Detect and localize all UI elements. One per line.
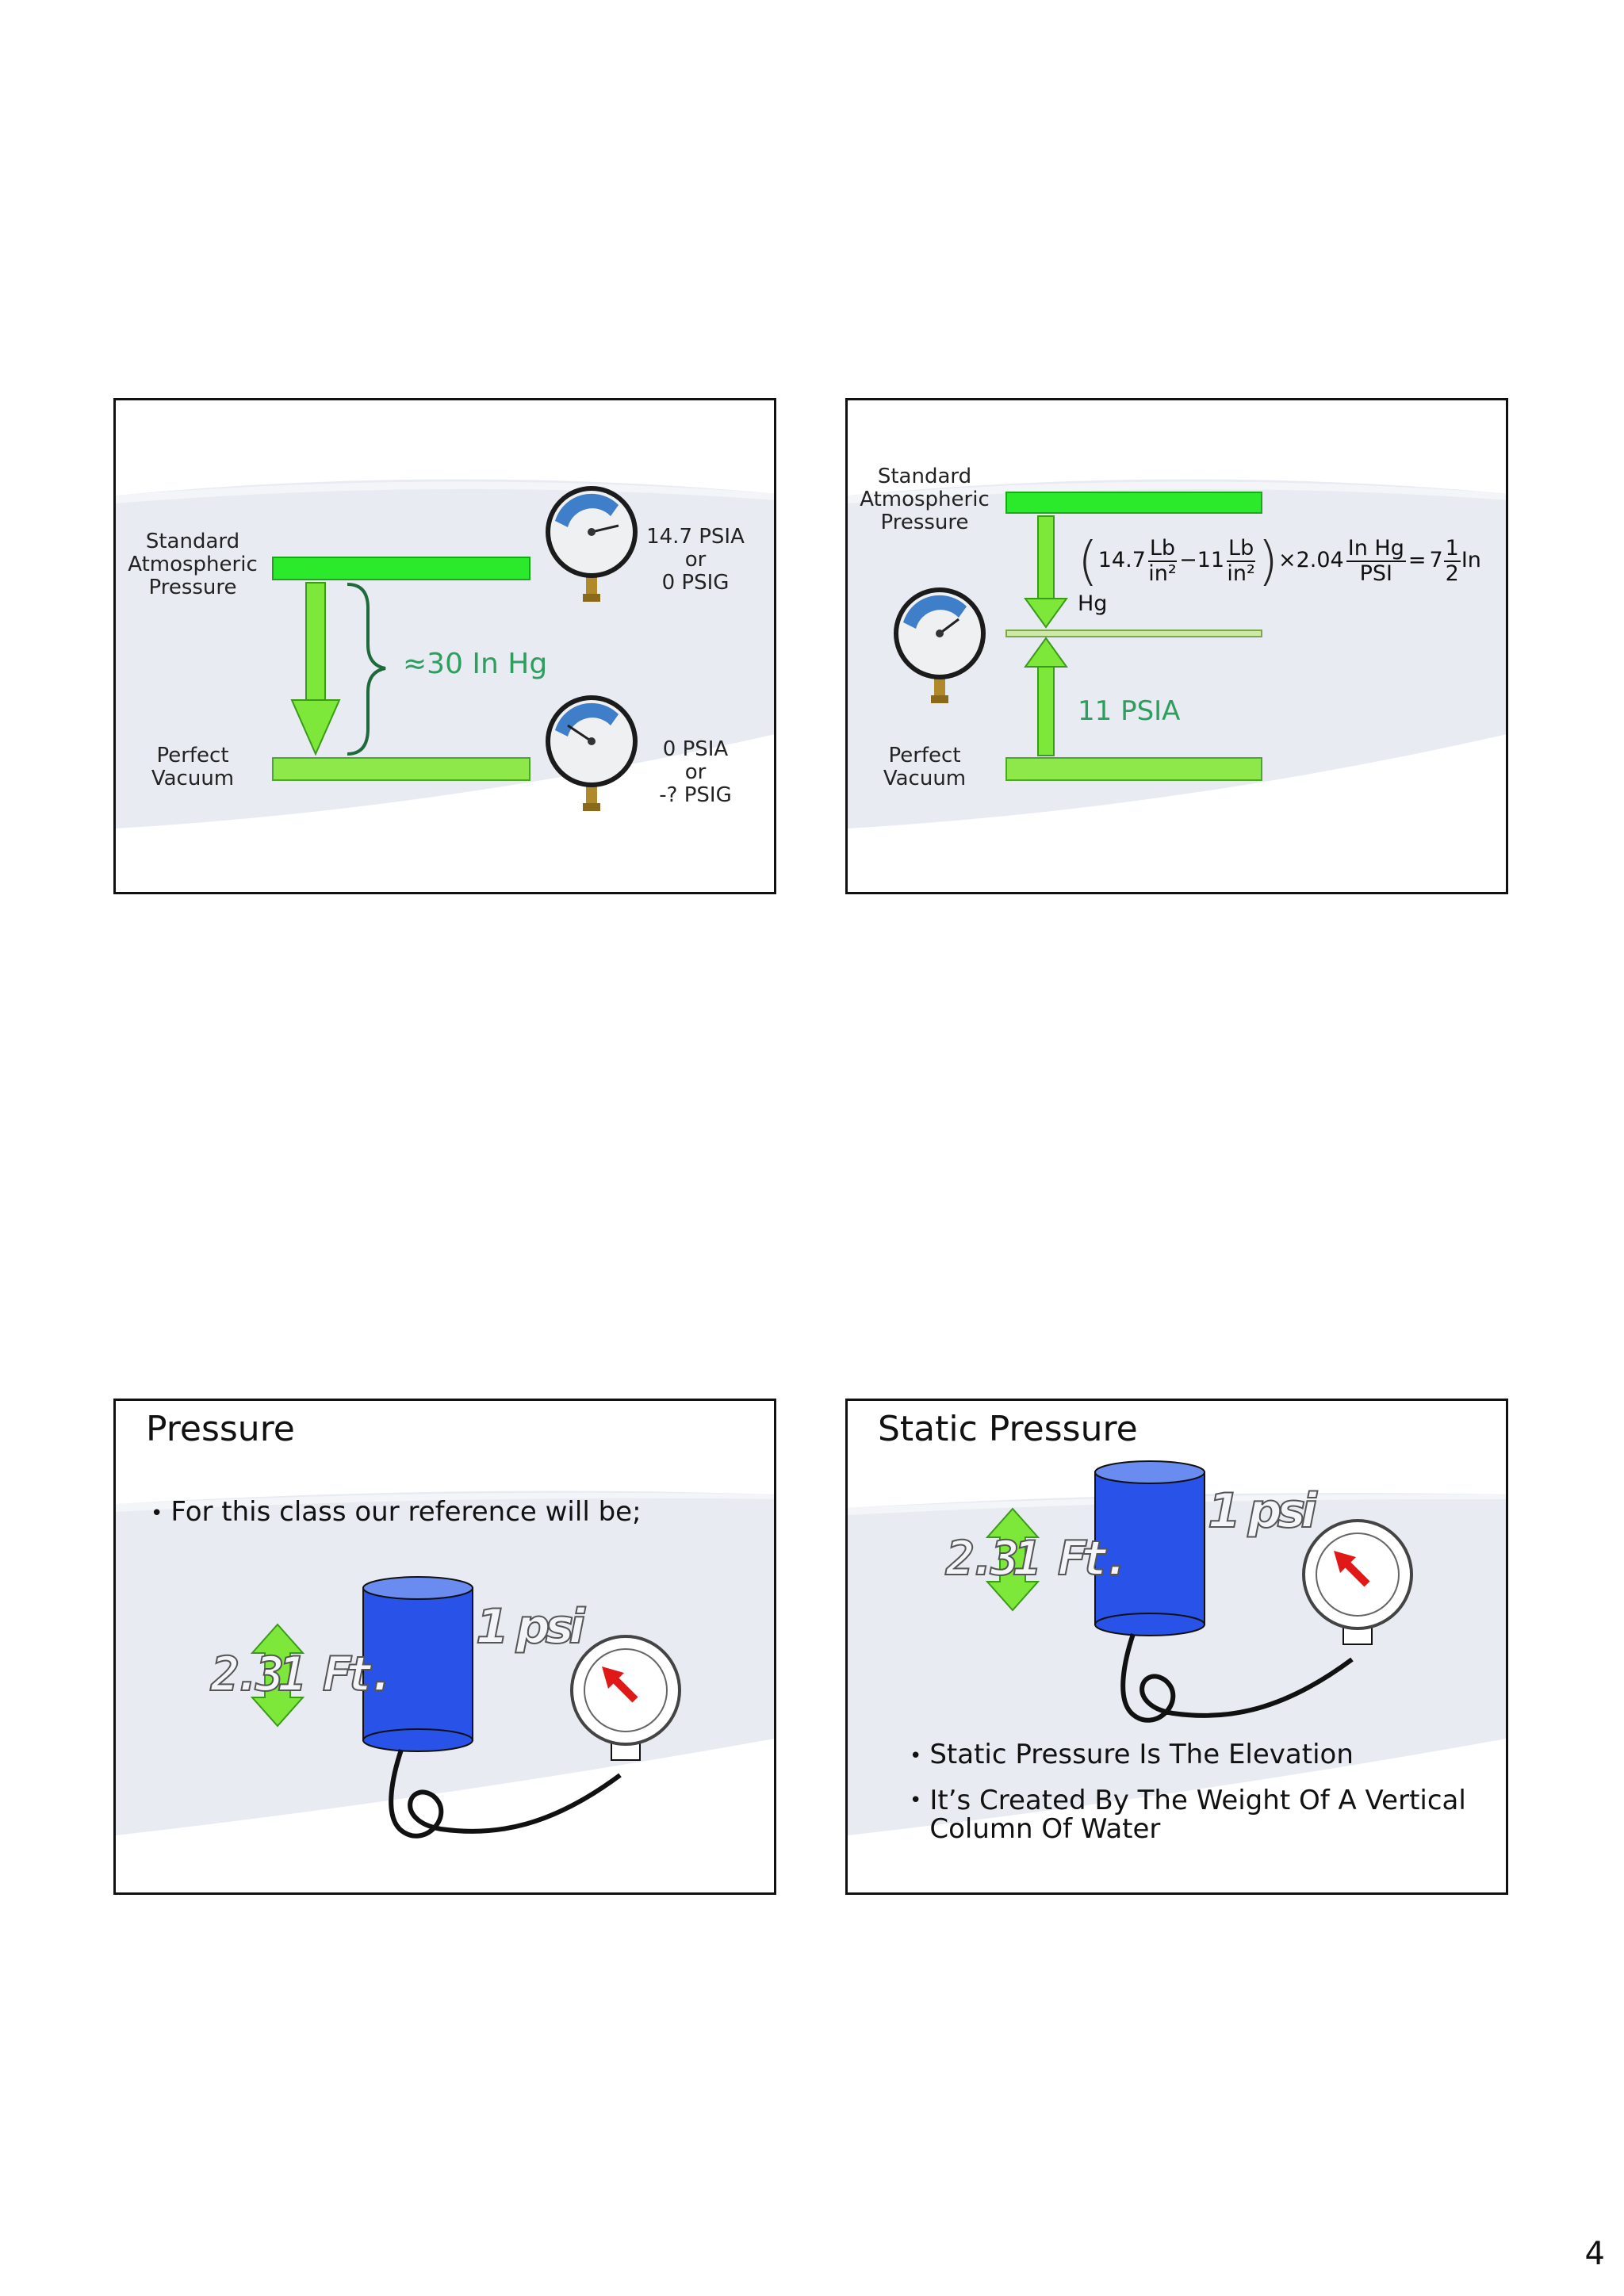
down-arrow (290, 582, 341, 756)
conv-num: In Hg (1346, 535, 1406, 562)
psi-label: 1 psi (475, 1598, 586, 1655)
conversion-factor: 2.04 (1296, 548, 1344, 572)
static-pressure-diagram (985, 1460, 1413, 1723)
standard-atmospheric-label: Standard Atmospheric Pressure (860, 465, 990, 534)
psia-label: 11 PSIA (1078, 695, 1181, 727)
psi-label: 1 psi (1207, 1483, 1318, 1540)
gauge-top-icon (546, 486, 638, 602)
height-double-arrow-icon (250, 1623, 305, 1728)
times-sign: × (1277, 548, 1297, 572)
slide-background (848, 479, 1506, 828)
difference-label: ≈30 In Hg (403, 648, 548, 680)
pressure-gauge-icon (1302, 1519, 1413, 1645)
slide-partial-vacuum: Standard Atmospheric Pressure Perfect Va… (845, 398, 1508, 894)
standard-atmospheric-label: Standard Atmospheric Pressure (128, 530, 258, 599)
vacuum-diagram (272, 486, 638, 811)
partial-vacuum-line (1005, 629, 1262, 637)
partial-vacuum-diagram (894, 492, 1262, 781)
reference-bullet-text: For this class our reference will be; (170, 1496, 642, 1528)
height-double-arrow-icon (985, 1507, 1040, 1612)
slide-title: Pressure (146, 1409, 295, 1449)
result-unit: In Hg (1078, 548, 1481, 616)
reference-bullet: •For this class our reference will be; (151, 1496, 642, 1528)
pressure-gauge-icon (570, 1635, 681, 1761)
perfect-vacuum-label: Perfect Vacuum (883, 744, 967, 790)
slide-title: Static Pressure (878, 1409, 1138, 1449)
unit-den-2: in² (1227, 561, 1255, 586)
gauge-hose (1120, 1633, 1354, 1723)
slide-static-pressure: Static Pressure 2.31 Ft. 1 psi •Static P… (845, 1399, 1508, 1895)
result-whole: 7 (1429, 548, 1443, 572)
gauge-hose (389, 1749, 622, 1839)
atmospheric-bar (1005, 492, 1262, 514)
unit-den: in² (1148, 561, 1177, 586)
elevation-bullet-text: Static Pressure Is The Elevation (929, 1739, 1354, 1770)
value-partial: 11 (1197, 548, 1225, 572)
unit-num-2: Lb (1227, 535, 1256, 562)
slide-pressure: Pressure •For this class our reference w… (113, 1399, 776, 1895)
height-label: 2.31 Ft. (210, 1646, 396, 1703)
atmospheric-bar (272, 557, 530, 580)
weight-bullet-text: It’s Created By The Weight Of A Vertical… (929, 1785, 1466, 1845)
page-number: 4 (1584, 2236, 1605, 2272)
vacuum-bar (1005, 757, 1262, 781)
water-tank-icon (1094, 1460, 1205, 1636)
half-den: 2 (1445, 561, 1459, 586)
conv-den: PSI (1359, 561, 1392, 586)
unit-num: Lb (1147, 535, 1178, 562)
elevation-bullet: •Static Pressure Is The Elevation (910, 1739, 1354, 1770)
half-num: 1 (1443, 535, 1461, 562)
gauge-bottom-icon (546, 695, 638, 811)
water-column-diagram (250, 1576, 681, 1839)
slide-vacuum-scale: Standard Atmospheric Pressure Perfect Va… (113, 398, 776, 894)
height-label: 2.31 Ft. (945, 1530, 1132, 1587)
perfect-vacuum-label: Perfect Vacuum (151, 744, 235, 790)
brace (347, 583, 386, 756)
top-gauge-reading: 14.7 PSIA or 0 PSIG (646, 525, 745, 595)
water-tank-icon (362, 1576, 473, 1752)
vacuum-bar (272, 757, 530, 781)
equals-sign: = (1408, 548, 1427, 572)
bottom-gauge-reading: 0 PSIA or -? PSIG (659, 737, 732, 807)
gauge-icon (894, 587, 986, 703)
up-arrow (1024, 637, 1068, 756)
minus-sign: − (1179, 548, 1197, 572)
value-atm: 14.7 (1097, 548, 1146, 572)
down-arrow (1024, 515, 1068, 629)
weight-bullet: •It’s Created By The Weight Of A Vertica… (910, 1785, 1466, 1845)
